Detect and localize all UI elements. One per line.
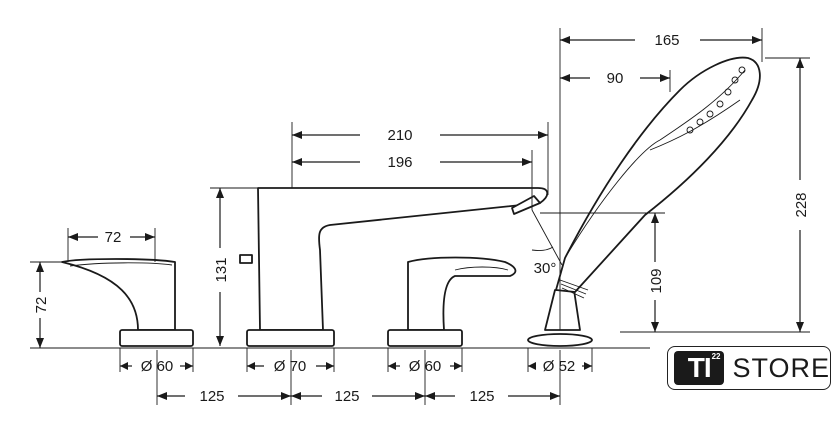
dim-shower-length: 165: [654, 32, 679, 49]
dim-spout-inner: 196: [387, 154, 412, 171]
dim-spacing-2: 125: [334, 388, 359, 405]
dimension-lines: [30, 28, 810, 405]
dim-spout-angle: 30°: [534, 260, 557, 277]
dim-handle-height: 72: [33, 297, 50, 314]
hand-shower: [527, 56, 761, 347]
dim-shower-reach: 90: [607, 70, 624, 87]
dim-outlet-height: 109: [648, 268, 665, 293]
dim-spacing-3: 125: [469, 388, 494, 405]
dim-handle-width: 72: [105, 229, 122, 246]
dim-base-left: Ø 60: [141, 358, 174, 375]
dim-base-shower: Ø 52: [543, 358, 576, 375]
dim-spout-outer: 210: [387, 127, 412, 144]
dim-spacing-1: 125: [199, 388, 224, 405]
dim-spout-height: 131: [213, 257, 230, 282]
logo-mark: TI 22: [674, 351, 725, 385]
left-handle: [61, 258, 194, 347]
ti-store-logo: TI 22 STORE: [667, 346, 831, 390]
logo-mark-text: TI: [687, 352, 712, 383]
right-handle: [387, 256, 517, 347]
dim-base-right: Ø 60: [409, 358, 442, 375]
logo-superscript: 22: [711, 352, 721, 361]
dim-shower-height: 228: [793, 192, 810, 217]
bath-spout: [239, 187, 549, 347]
logo-store-text: STORE: [732, 352, 830, 383]
dim-base-spout: Ø 70: [274, 358, 307, 375]
